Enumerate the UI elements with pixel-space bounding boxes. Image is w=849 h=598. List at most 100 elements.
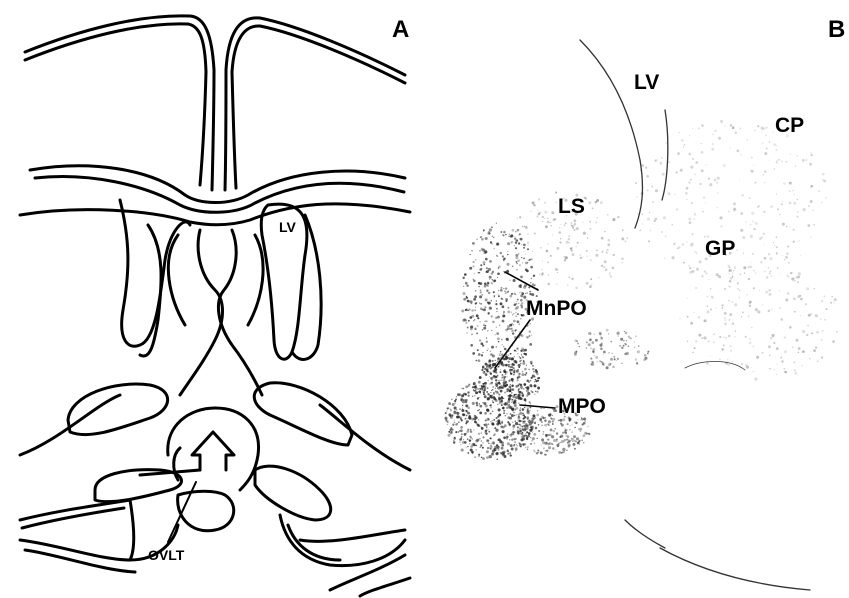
- stain-dot: [572, 253, 575, 256]
- stain-dot: [677, 152, 680, 155]
- stain-dot: [522, 414, 524, 416]
- stain-dot: [572, 432, 573, 433]
- stain-dot: [607, 214, 609, 216]
- stain-dot: [475, 422, 477, 424]
- stain-dot: [521, 360, 522, 361]
- stain-dot: [694, 214, 696, 216]
- stain-dot: [493, 392, 495, 394]
- stain-dot: [513, 313, 514, 314]
- stain-dot: [522, 443, 524, 445]
- stain-dot: [728, 300, 730, 302]
- stain-dot: [472, 402, 475, 405]
- stain-dot: [470, 300, 473, 303]
- stain-dot: [576, 227, 579, 230]
- stain-dot: [455, 431, 457, 433]
- stain-dot: [570, 425, 571, 426]
- stain-dot: [447, 434, 450, 437]
- stain-dot: [500, 289, 503, 292]
- stain-dot: [511, 312, 512, 313]
- stain-dot: [590, 348, 592, 350]
- stain-dot: [523, 435, 525, 437]
- stain-dot: [454, 420, 455, 421]
- stain-dot: [501, 385, 502, 386]
- stain-dot: [800, 315, 801, 316]
- stain-dot: [501, 377, 503, 379]
- stain-dot: [541, 444, 542, 445]
- stain-dot: [538, 424, 540, 426]
- stain-dot: [525, 403, 526, 404]
- stain-dot: [734, 267, 736, 269]
- stain-dot: [501, 404, 503, 406]
- stain-dot: [459, 408, 460, 409]
- stain-dot: [769, 141, 770, 142]
- stain-dot: [479, 405, 482, 408]
- stain-dot: [788, 262, 790, 264]
- stain-dot: [811, 154, 813, 156]
- stain-dot: [724, 319, 726, 321]
- stain-dot: [822, 330, 824, 332]
- stain-dot: [802, 159, 805, 162]
- stain-dot: [488, 313, 490, 315]
- stain-dot: [448, 402, 451, 405]
- stain-dot: [521, 433, 524, 436]
- stain-dot: [756, 356, 759, 359]
- stain-dot: [694, 174, 695, 175]
- stain-dot: [496, 362, 498, 364]
- stain-dot: [520, 299, 523, 302]
- stain-dot: [467, 418, 468, 419]
- stain-dot: [732, 127, 734, 129]
- right-optic-tract: [255, 466, 331, 520]
- stain-dot: [750, 262, 751, 263]
- stain-dot: [776, 252, 778, 254]
- stain-dot: [487, 232, 490, 235]
- stain-dot: [585, 421, 586, 422]
- stain-dot: [662, 173, 665, 176]
- stain-dot: [535, 427, 538, 430]
- stain-dot: [606, 366, 609, 369]
- stain-dot: [654, 220, 656, 222]
- stain-dot: [554, 428, 556, 430]
- stain-dot: [485, 374, 487, 376]
- stain-dot: [571, 277, 574, 280]
- stain-dot: [749, 305, 752, 308]
- stain-dot: [661, 231, 663, 233]
- stain-dot: [568, 242, 570, 244]
- stain-dot: [501, 441, 504, 444]
- stain-dot: [637, 350, 640, 353]
- stain-dot: [797, 199, 798, 200]
- stain-dot: [540, 451, 543, 454]
- panel-a-schematic: A LV OVLT: [0, 0, 430, 598]
- stain-dot: [484, 394, 485, 395]
- stain-dot: [834, 298, 837, 301]
- stain-dot: [699, 260, 702, 263]
- stain-dot: [586, 250, 588, 252]
- stain-dot: [487, 370, 488, 371]
- stain-dot: [528, 284, 530, 286]
- stain-dot: [610, 275, 612, 277]
- stain-dot: [473, 278, 474, 279]
- stain-dot: [646, 175, 649, 178]
- stain-dot: [542, 216, 544, 218]
- stain-dot: [600, 347, 603, 350]
- stain-dot: [503, 451, 506, 454]
- brain-edge-bottom: [660, 548, 810, 590]
- stain-dot: [466, 405, 468, 407]
- stain-dot: [490, 404, 492, 406]
- stain-dot: [490, 407, 491, 408]
- stain-dot: [498, 396, 500, 398]
- stain-dot: [491, 443, 492, 444]
- stain-dot: [484, 382, 487, 385]
- stain-dot: [793, 361, 795, 363]
- stain-dot: [461, 436, 463, 438]
- stain-dot: [524, 398, 527, 401]
- stain-dot: [498, 366, 499, 367]
- stain-dot: [547, 261, 549, 263]
- stain-dot: [495, 388, 496, 389]
- stain-dot: [473, 265, 475, 267]
- stain-dot: [821, 202, 822, 203]
- stain-dot: [483, 436, 485, 438]
- stain-dot: [519, 397, 521, 399]
- stain-dot: [678, 246, 681, 249]
- stain-dot: [487, 409, 489, 411]
- stain-dot: [500, 355, 501, 356]
